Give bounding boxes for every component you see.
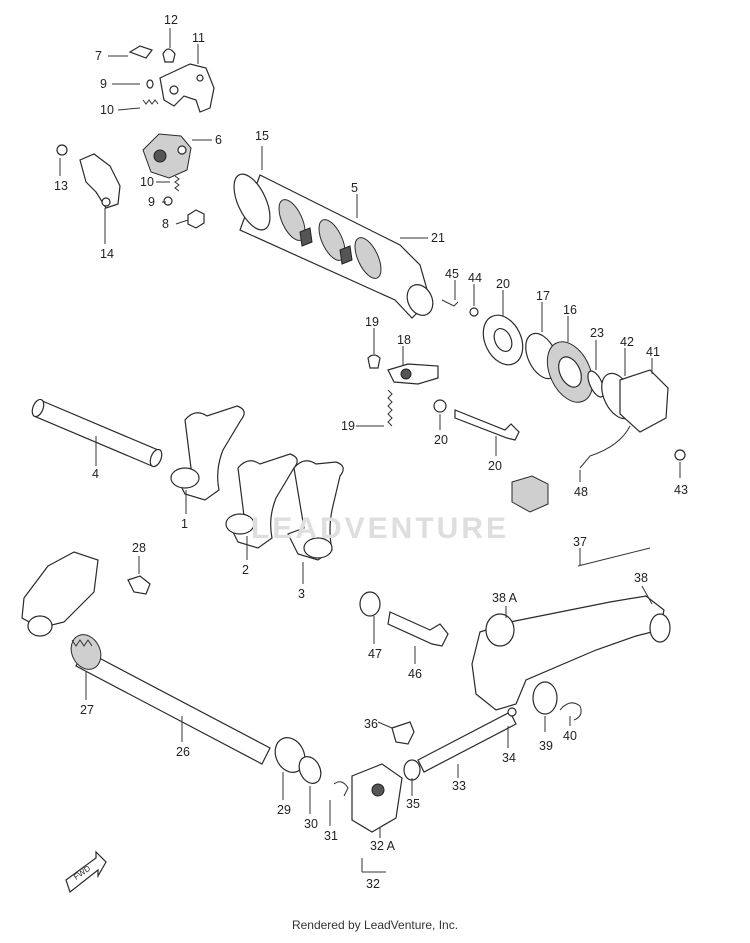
label-26: 26	[176, 745, 190, 759]
label-27: 27	[80, 703, 94, 717]
label-44: 44	[468, 271, 482, 285]
shift-forks	[170, 405, 344, 561]
small-parts-8-9-10	[163, 175, 205, 229]
bearing-stack	[441, 299, 686, 469]
label-23: 20	[496, 277, 510, 291]
label-12: 13	[54, 179, 68, 193]
gearshift-pedal-38	[359, 547, 671, 721]
label-18: 18	[397, 333, 411, 347]
label-38: 38	[634, 571, 648, 585]
label-32a: 32 A	[370, 839, 396, 853]
label-10-mid: 10	[140, 175, 154, 189]
label-3: 3	[298, 587, 305, 601]
label-39: 39	[539, 739, 553, 753]
label-42: 42	[620, 335, 634, 349]
gearshift-cam-drum-5	[233, 173, 434, 319]
label-20: 20	[488, 459, 502, 473]
label-29: 29	[277, 803, 291, 817]
label-9-top: 9	[100, 77, 107, 91]
label-11: 11	[192, 31, 205, 45]
gearshift-shaft-26	[21, 551, 322, 784]
watermark-text: LEADVENTURE	[250, 512, 509, 545]
label-19: 19	[341, 419, 355, 433]
label-45: 45	[445, 267, 459, 281]
label-1: 1	[181, 517, 188, 531]
callout-labels: 12 7 11 9 10 13 14 6 10 9 8 15 5 21 45 4…	[54, 13, 688, 891]
shift-pawl-parts	[367, 354, 549, 513]
label-17: 17	[536, 289, 550, 303]
label-24: 21	[431, 231, 445, 245]
shift-linkage-lower	[333, 707, 517, 833]
label-33: 33	[452, 779, 466, 793]
label-25: 23	[590, 326, 604, 340]
label-46: 46	[408, 667, 422, 681]
label-43: 43	[674, 483, 688, 497]
label-7: 7	[95, 49, 102, 63]
footer-credit: Rendered by LeadVenture, Inc.	[291, 918, 459, 932]
label-15: 15	[255, 129, 269, 143]
label-8: 8	[162, 217, 169, 231]
label-30: 30	[304, 817, 318, 831]
label-41: 41	[646, 345, 660, 359]
shift-cam-stopper-assembly	[128, 45, 215, 113]
label-36: 36	[364, 717, 378, 731]
label-5: 5	[351, 181, 358, 195]
label-2: 2	[242, 563, 249, 577]
label-31: 31	[324, 829, 338, 843]
label-4: 4	[92, 467, 99, 481]
label-48: 48	[574, 485, 588, 499]
shift-fork-shaft-4	[31, 398, 163, 468]
label-9-mid: 9	[148, 195, 155, 209]
label-10-top: 10	[100, 103, 114, 117]
label-6: 6	[215, 133, 222, 147]
label-40: 40	[563, 729, 577, 743]
label-37: 37	[573, 535, 587, 549]
label-32: 32	[366, 877, 380, 891]
label-38a: 38 A	[492, 591, 518, 605]
label-22: 19	[365, 315, 379, 329]
label-28: 28	[132, 541, 146, 555]
label-13: 14	[100, 247, 114, 261]
label-47: 47	[368, 647, 382, 661]
label-34: 34	[502, 751, 516, 765]
label-16: 16	[563, 303, 577, 317]
shift-cam-plate-13	[56, 144, 121, 209]
fwd-arrow-icon: FWD	[65, 850, 107, 893]
label-35: 35	[406, 797, 420, 811]
cam-stopper-6	[142, 133, 192, 179]
label-14: 12	[164, 13, 178, 27]
label-21: 20	[434, 433, 448, 447]
